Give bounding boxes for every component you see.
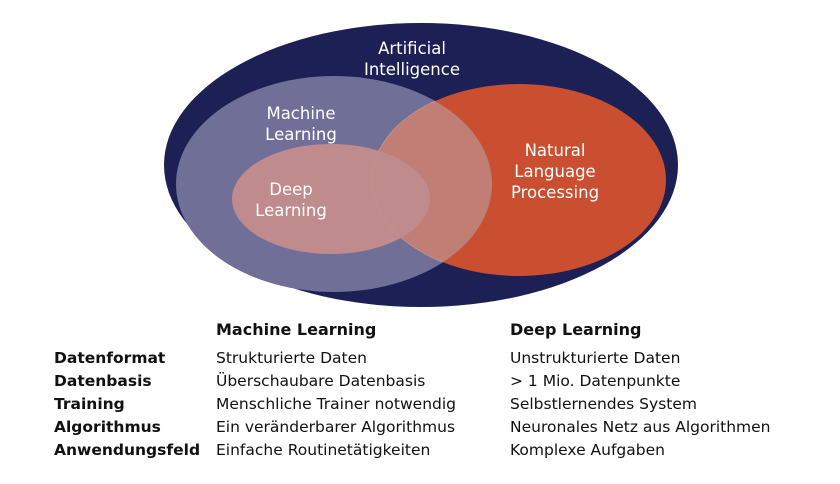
- row-ml-value: Ein veränderbarer Algorithmus: [216, 418, 456, 436]
- ai-label-line2: Intelligence: [364, 60, 460, 79]
- table-row: Datenbasis Überschaubare Datenbasis > 1 …: [0, 372, 840, 395]
- ai-label-line1: Artificial: [378, 39, 446, 58]
- dl-ellipse: [232, 144, 430, 254]
- header-machine-learning: Machine Learning: [216, 320, 377, 339]
- row-dl-value: Neuronales Netz aus Algorithmen: [510, 418, 771, 436]
- row-ml-value: Überschaubare Datenbasis: [216, 372, 426, 390]
- row-ml-value: Einfache Routinetätigkeiten: [216, 441, 431, 459]
- row-dl-value: Unstrukturierte Daten: [510, 349, 681, 367]
- comparison-table: Machine Learning Deep Learning Datenform…: [0, 318, 840, 484]
- row-label: Datenbasis: [54, 372, 152, 390]
- ml-nlp-overlap: [372, 84, 492, 276]
- table-row: Datenformat Strukturierte Daten Unstrukt…: [0, 349, 840, 372]
- row-ml-value: Menschliche Trainer notwendig: [216, 395, 457, 413]
- row-dl-value: > 1 Mio. Datenpunkte: [510, 372, 681, 390]
- dl-label-line1: Deep: [269, 180, 312, 199]
- row-ml-value: Strukturierte Daten: [216, 349, 367, 367]
- nlp-label-line2: Language: [514, 162, 595, 181]
- ml-label-line1: Machine: [266, 104, 335, 123]
- dl-ellipse-outline: [371, 83, 492, 277]
- row-dl-value: Komplexe Aufgaben: [510, 441, 665, 459]
- venn-diagram: Artificial Intelligence Machine Learning…: [164, 23, 678, 307]
- table-row: Anwendungsfeld Einfache Routinetätigkeit…: [0, 441, 840, 464]
- row-label: Algorithmus: [54, 418, 161, 436]
- row-label: Anwendungsfeld: [54, 441, 201, 459]
- table-row: Training Menschliche Trainer notwendig S…: [0, 395, 840, 418]
- row-label: Training: [54, 395, 125, 413]
- table-row: Algorithmus Ein veränderbarer Algorithmu…: [0, 418, 840, 441]
- nlp-label-line1: Natural: [525, 141, 586, 160]
- row-dl-value: Selbstlernendes System: [510, 395, 697, 413]
- dl-label-line2: Learning: [255, 201, 327, 220]
- header-deep-learning: Deep Learning: [510, 320, 642, 339]
- nlp-label-line3: Processing: [511, 183, 599, 202]
- row-label: Datenformat: [54, 349, 166, 367]
- ml-label-line2: Learning: [265, 125, 337, 144]
